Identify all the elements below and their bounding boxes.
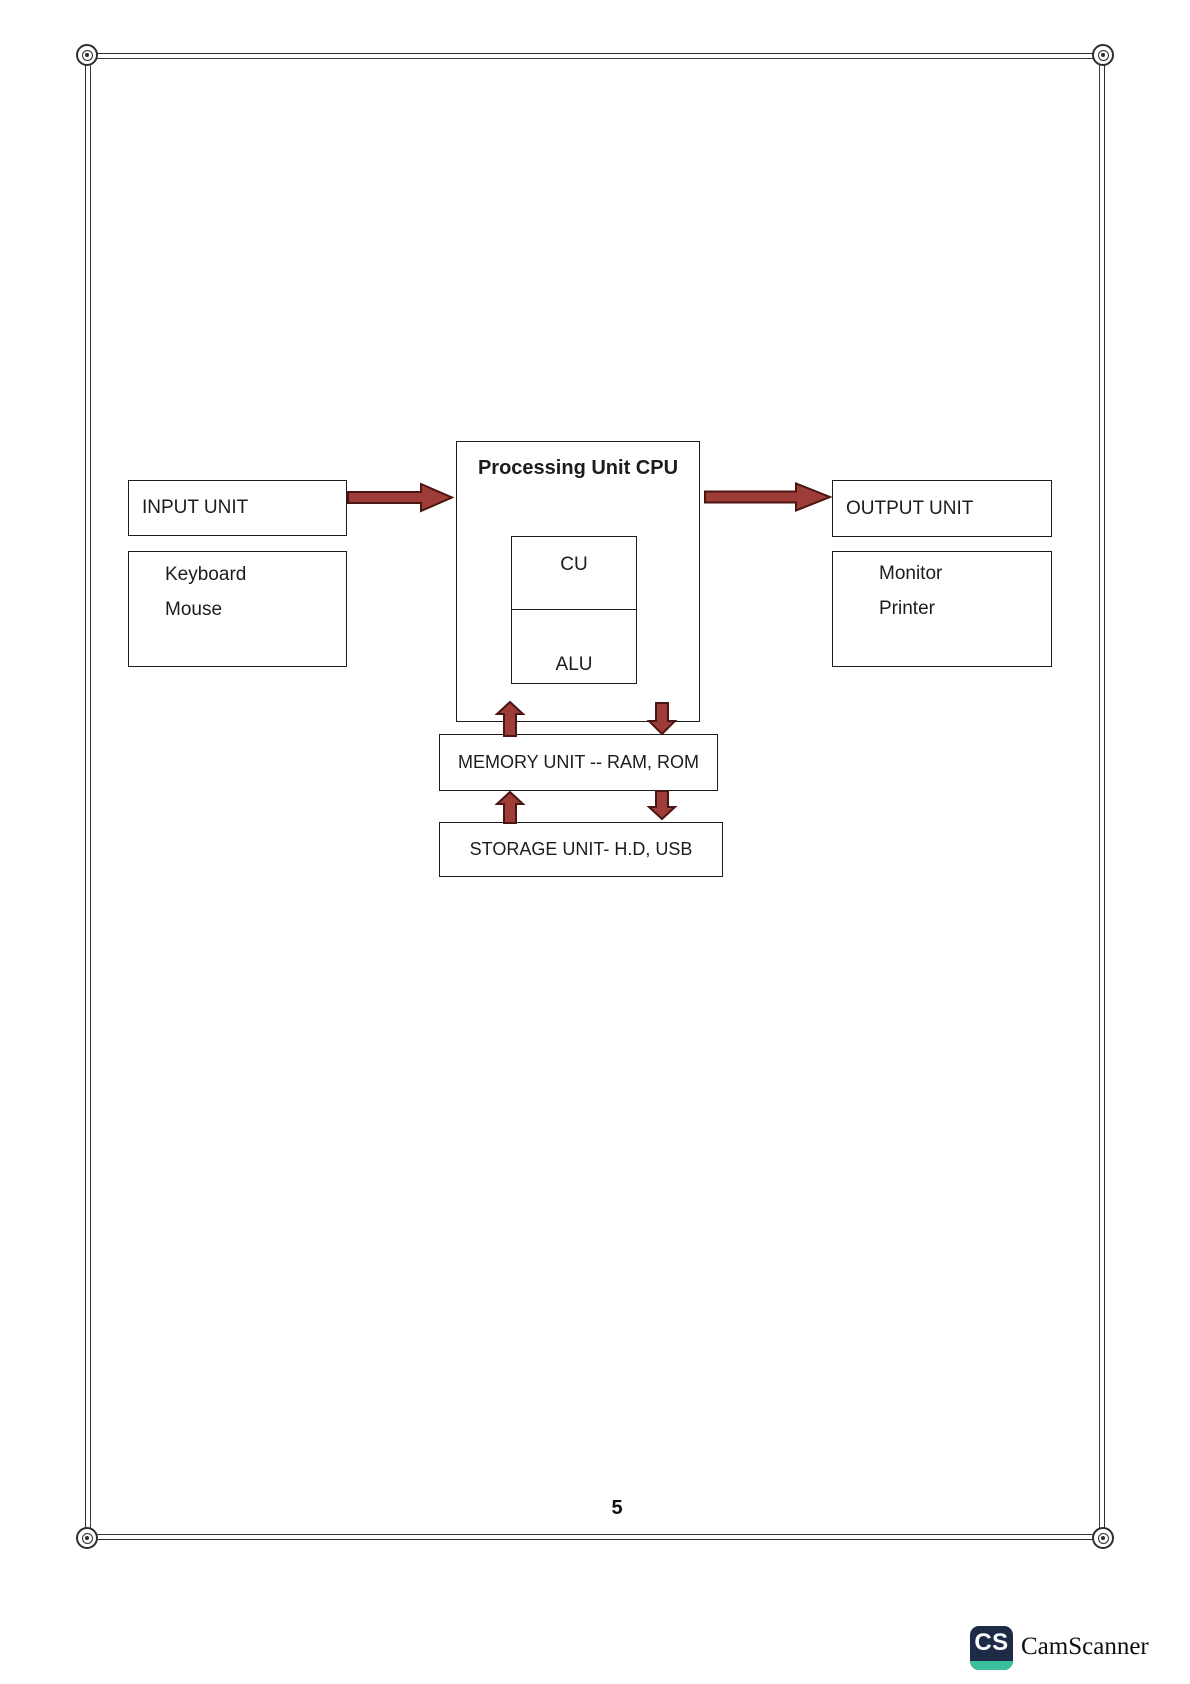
page-border-outer <box>85 53 1105 1540</box>
page-border-inner <box>90 58 1100 1535</box>
output-devices-box: Monitor Printer <box>832 551 1052 667</box>
input-device-item: Keyboard <box>165 564 247 585</box>
corner-grommet-icon <box>76 44 98 66</box>
alu-cell: ALU <box>512 610 636 683</box>
output-device-item: Monitor <box>879 563 943 584</box>
cu-alu-box: CU ALU <box>511 536 637 684</box>
input-unit-box: INPUT UNIT <box>128 480 347 536</box>
output-unit-label: OUTPUT UNIT <box>846 497 974 519</box>
corner-grommet-icon <box>1092 1527 1114 1549</box>
camscanner-brand-name: CamScanner <box>1021 1633 1149 1660</box>
corner-grommet-icon <box>1092 44 1114 66</box>
alu-label: ALU <box>555 654 593 675</box>
cu-label: CU <box>560 554 588 575</box>
output-device-item: Printer <box>879 598 935 619</box>
cpu-title: Processing Unit CPU <box>477 457 679 479</box>
input-device-item: Mouse <box>165 599 223 620</box>
input-unit-label: INPUT UNIT <box>142 497 249 518</box>
storage-unit-label: STORAGE UNIT- H.D, USB <box>469 839 693 859</box>
cu-cell: CU <box>512 537 636 610</box>
output-unit-box: OUTPUT UNIT <box>832 480 1052 537</box>
memory-unit-box: MEMORY UNIT -- RAM, ROM <box>439 734 718 791</box>
page-number: 5 <box>611 1497 623 1519</box>
camscanner-logo-icon: CS <box>970 1626 1013 1670</box>
storage-unit-box: STORAGE UNIT- H.D, USB <box>439 822 723 877</box>
camscanner-logo-initials: CS <box>974 1629 1009 1656</box>
input-devices-box: Keyboard Mouse <box>128 551 347 667</box>
camscanner-logo-accent-strip <box>970 1661 1013 1670</box>
memory-unit-label: MEMORY UNIT -- RAM, ROM <box>457 752 699 772</box>
corner-grommet-icon <box>76 1527 98 1549</box>
